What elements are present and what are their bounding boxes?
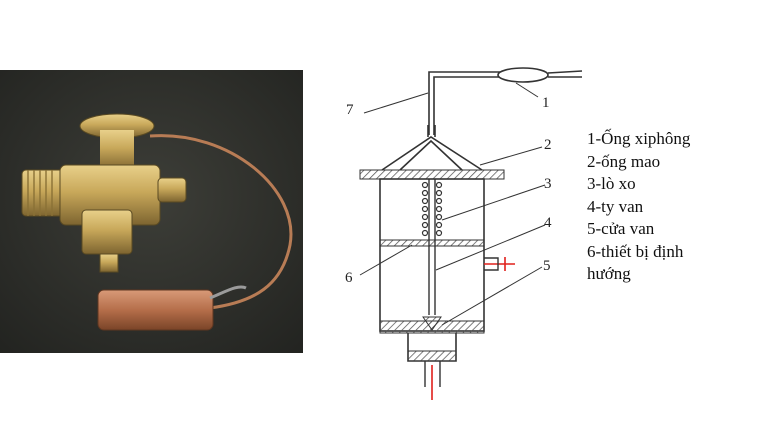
- callout-6: 6: [345, 270, 353, 286]
- valve-seat: [422, 316, 442, 331]
- legend-item-6-cont: hướng: [587, 264, 631, 283]
- callout-3: 3: [544, 176, 552, 192]
- sensing-bulb: [97, 289, 214, 331]
- legend-item-4: 4-ty van: [587, 196, 644, 216]
- valve-schematic: [359, 67, 583, 400]
- callout-7: 7: [346, 102, 354, 118]
- legend-item-5: 5-cửa van: [587, 219, 655, 238]
- diaphragm-dome: [381, 136, 483, 171]
- capillary-line: [433, 76, 505, 135]
- valve-stem: [428, 179, 436, 315]
- outlet-stem: [99, 253, 119, 273]
- callout-4: 4: [544, 215, 552, 231]
- callout-1: 1: [542, 95, 550, 111]
- inlet-threads: [27, 170, 53, 216]
- legend: 1-Ống xiphông 2-ống mao 3-lò xo 4-ty van…: [587, 128, 690, 286]
- valve-neck: [100, 130, 134, 170]
- legend-item-3: 3-lò xo: [587, 174, 636, 193]
- spring: [421, 181, 443, 237]
- callout-2: 2: [544, 137, 552, 153]
- diaphragm-plate: [379, 239, 485, 247]
- legend-item-2: 2-ống mao: [587, 151, 661, 171]
- top-flange: [359, 169, 505, 180]
- bulb-shape: [497, 67, 549, 83]
- outlet-fitting: [81, 209, 133, 255]
- valve-photo: [0, 70, 303, 353]
- capillary-tube: [149, 134, 293, 310]
- flow-arrows: [431, 257, 515, 400]
- legend-item-6: 6-thiết bị định: [587, 241, 684, 261]
- legend-item-1: 1-Ống xiphông: [587, 129, 691, 148]
- leader-lines: [359, 82, 546, 326]
- callout-5: 5: [543, 258, 551, 274]
- equalizer-port: [157, 177, 187, 203]
